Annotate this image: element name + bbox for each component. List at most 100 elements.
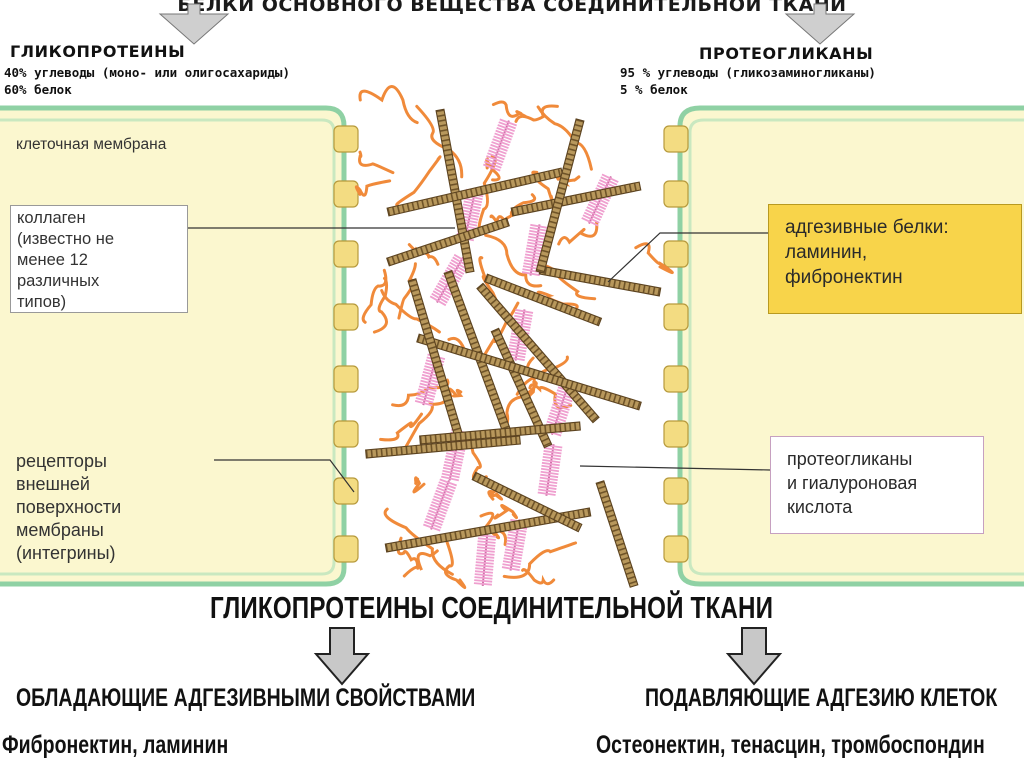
proteoglycan-chain <box>436 486 454 495</box>
proteoglycan-chain <box>507 533 526 539</box>
proteoglycan-chain <box>461 212 479 218</box>
proteoglycan-chain <box>446 266 463 278</box>
fibre <box>447 387 464 398</box>
proteoglycan <box>423 478 457 532</box>
proteoglycan-chain <box>475 561 494 565</box>
proteoglycan-chain <box>430 503 448 512</box>
proteoglycan-chain <box>491 141 509 149</box>
collagen-fibril <box>538 265 662 297</box>
proteoglycan-chain <box>421 376 439 384</box>
proteoglycan-chain <box>529 229 548 235</box>
proteoglycan-chain <box>429 295 447 307</box>
fibre <box>515 355 569 396</box>
proteoglycan-chain <box>498 121 516 130</box>
fibre <box>479 511 508 546</box>
proteoglycan-chain <box>540 473 559 479</box>
callout-lines <box>188 227 771 493</box>
integrin <box>663 420 689 448</box>
proteoglycan-chain <box>446 452 464 458</box>
proteoglycan-chain <box>474 576 493 580</box>
proteoglycan-chain <box>504 551 523 557</box>
collagen-fibril <box>595 480 639 588</box>
proteoglycan-chain <box>441 475 460 482</box>
proteoglycan-chain <box>541 464 560 470</box>
proteoglycan-chain <box>552 403 570 411</box>
collagen-fibril <box>416 333 642 411</box>
collagen-fibril <box>535 118 585 274</box>
proteoglycans-label-line: протеогликаны <box>787 449 913 469</box>
adhesive-proteins-box: адгезивные белки: ламинин, фибронектин <box>768 204 1022 314</box>
adhesive-group-heading: ОБЛАДАЮЩИЕ АДГЕЗИВНЫМИ СВОЙСТВАМИ <box>16 684 476 712</box>
integrin <box>333 240 359 268</box>
collagen-label-line: различных <box>17 272 100 290</box>
proteoglycan <box>521 223 549 277</box>
glycoproteins-protein: 60% белок <box>4 82 72 97</box>
proteoglycan-chain <box>486 155 504 164</box>
proteoglycan-chain <box>464 197 483 204</box>
proteoglycan-chain <box>555 392 574 400</box>
integrin-receptors <box>333 125 689 563</box>
proteoglycan-chain <box>439 478 457 487</box>
collagen-fibril-body <box>510 181 642 217</box>
fibre <box>493 503 519 520</box>
bottom-arrows <box>313 627 783 686</box>
proteoglycan-chain <box>508 347 527 353</box>
arrow-down-right-icon <box>725 627 783 686</box>
fibre <box>415 104 464 179</box>
receptors-label-line: поверхности <box>16 497 122 517</box>
proteoglycan-chain <box>418 385 437 392</box>
proteoglycan-chain <box>599 179 617 189</box>
proteoglycan-chain <box>444 461 463 467</box>
proteoglycan-chain <box>503 557 522 563</box>
collagen-fibril <box>510 181 642 217</box>
proteoglycan-chain <box>443 463 462 470</box>
proteoglycan-chain <box>581 217 599 227</box>
proteoglycan-chain <box>476 555 495 559</box>
glycoproteins-carbs: 40% углеводы (моно- или олигосахариды) <box>4 65 290 80</box>
proteoglycan-chain <box>549 412 567 420</box>
proteoglycan-chain <box>543 447 562 452</box>
cell-membrane-label: клеточная мембрана <box>16 136 167 153</box>
proteoglycan-chain <box>529 226 548 232</box>
collagen-fibril-body <box>471 471 583 533</box>
fibre <box>477 154 497 234</box>
proteoglycan <box>483 118 517 172</box>
integrin <box>333 365 359 393</box>
proteoglycans-label-line: кислота <box>787 497 853 517</box>
proteoglycan-chain <box>475 558 495 562</box>
proteoglycan-chain <box>424 520 442 529</box>
fibre <box>444 540 467 590</box>
collagen-label-box: коллаген (известно не менее 12 различных… <box>10 205 188 313</box>
collagen-label-line: (известно не <box>17 230 115 248</box>
proteoglycans-carbs: 95 % углеводы (гликозаминогликаны) <box>620 65 876 80</box>
proteoglycan-chain <box>527 241 546 247</box>
proteoglycan-chain <box>508 344 527 350</box>
integrin <box>663 365 689 393</box>
proteoglycan-chain <box>461 209 480 215</box>
receptors-label: рецепторы внешней поверхности мембраны (… <box>16 450 121 565</box>
proteoglycan-chain <box>513 317 532 323</box>
proteoglycan-chain <box>433 495 451 504</box>
proteoglycan-chain <box>505 542 525 548</box>
proteoglycan-chain <box>539 479 558 485</box>
adhesive-label-line: ламинин, <box>785 242 868 263</box>
proteoglycan-chain <box>477 540 496 544</box>
proteoglycan-chain <box>442 466 461 473</box>
integrin <box>663 125 689 153</box>
proteoglycan-chain <box>508 530 527 536</box>
fibre <box>379 412 423 442</box>
proteoglycan-chain <box>435 489 453 498</box>
proteoglycan-chain <box>551 406 569 414</box>
proteoglycan-chain <box>447 264 465 275</box>
integrin <box>663 180 689 208</box>
receptors-label-line: внешней <box>16 474 90 494</box>
proteoglycan-chain <box>496 126 514 135</box>
fibre <box>536 105 593 171</box>
proteoglycan-chain <box>421 373 440 381</box>
proteoglycan-chain <box>494 132 512 141</box>
proteoglycan-chain <box>434 492 452 501</box>
integrin <box>333 420 359 448</box>
proteoglycan-chain <box>538 485 557 490</box>
integrin <box>663 303 689 331</box>
proteoglycan-chain <box>434 287 451 299</box>
